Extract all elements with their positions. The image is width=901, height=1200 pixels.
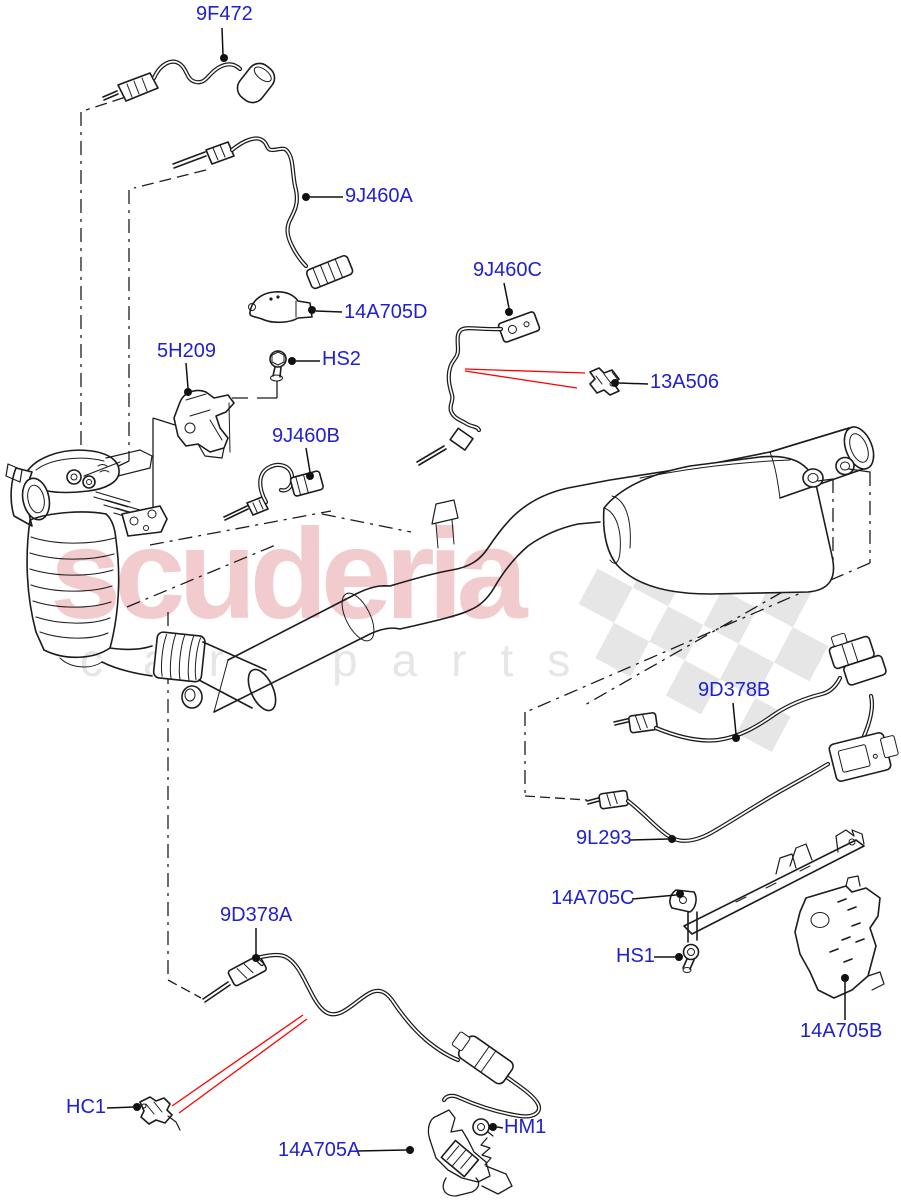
rear-muffler-drawing [602, 426, 875, 595]
oxygen-sensor-9d378a-drawing [202, 952, 542, 1119]
part-label-14a705d[interactable]: 14A705D [344, 301, 428, 323]
watermark-tagline-parts: parts [332, 634, 604, 686]
part-label-14a705b[interactable]: 14A705B [800, 1020, 883, 1042]
part-label-13a506[interactable]: 13A506 [650, 371, 719, 393]
clip-13a506-drawing [589, 367, 620, 396]
part-label-14a705a[interactable]: 14A705A [278, 1139, 361, 1161]
egt-sensor-9j460b-drawing [223, 462, 324, 521]
part-label-hs1[interactable]: HS1 [616, 945, 655, 967]
egt-sensor-9j460a-drawing [172, 136, 354, 290]
oxygen-sensor-9d378b-drawing [613, 632, 887, 743]
sensor-9l293-drawing [586, 693, 899, 843]
part-label-9f472[interactable]: 9F472 [196, 3, 253, 25]
part-label-9d378b[interactable]: 9D378B [698, 679, 771, 701]
plate-14a705b-drawing [794, 875, 885, 999]
egt-sensor-9j460c-drawing [416, 311, 541, 466]
bolt-hs1-drawing [682, 943, 700, 973]
clip-hc1-drawing [139, 1096, 181, 1131]
exhaust-mid-pipe-drawing [213, 427, 850, 713]
watermark-brand-text: scuderia [50, 503, 528, 646]
oxygen-sensor-9f472-drawing [102, 59, 276, 104]
part-label-hs2[interactable]: HS2 [322, 348, 361, 370]
part-label-hc1[interactable]: HC1 [66, 1096, 107, 1118]
bracket-14a705a-drawing [427, 1109, 513, 1197]
part-label-9j460a[interactable]: 9J460A [345, 185, 413, 207]
part-label-14a705c[interactable]: 14A705C [551, 887, 635, 909]
bolt-hs2-drawing [269, 350, 287, 382]
bracket-5h209-drawing [173, 389, 235, 459]
bracket-14a705c-drawing [669, 829, 865, 943]
part-label-9j460b[interactable]: 9J460B [272, 425, 340, 447]
red-pointer-lines [171, 368, 586, 1114]
label-leader-lines [106, 27, 849, 1154]
part-label-5h209[interactable]: 5H209 [157, 340, 216, 362]
bracket-14a705d-drawing [248, 291, 313, 324]
part-label-9d378a[interactable]: 9D378A [220, 904, 293, 926]
part-label-9l293[interactable]: 9L293 [576, 827, 632, 849]
bolt-hm1-drawing [472, 1118, 494, 1137]
part-label-hm1[interactable]: HM1 [504, 1116, 547, 1138]
part-label-9j460c[interactable]: 9J460C [473, 259, 542, 281]
